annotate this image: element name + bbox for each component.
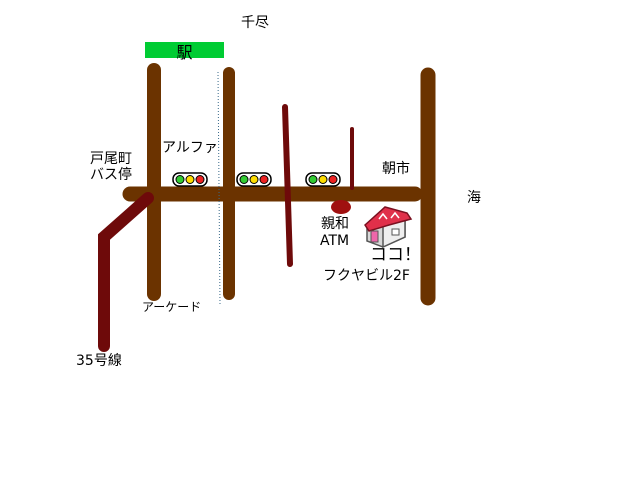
shinwa-label-line2: ATM: [320, 233, 350, 249]
building-label: フクヤビル2F: [323, 268, 410, 284]
senjin-label: 千尽: [241, 15, 269, 31]
sea-label: 海: [467, 190, 481, 206]
arcade-label: アーケード: [142, 300, 202, 314]
route35-label: 35号線: [76, 353, 122, 369]
streets: [98, 104, 354, 352]
shinwa-label-line1: 親和: [321, 216, 349, 232]
station-label: 駅: [176, 43, 193, 62]
traffic-light-icon: [236, 172, 272, 187]
traffic-light-icon: [305, 172, 341, 187]
alpha-label: アルファ: [162, 140, 218, 156]
route-35-line: [98, 192, 154, 352]
street-diagonal-short: [282, 104, 293, 267]
traffic-lights: [172, 172, 341, 187]
house-icon: [364, 206, 413, 249]
bus-stop-label-line2: バス停: [90, 167, 132, 183]
here-label: ココ！: [370, 245, 421, 265]
traffic-light-icon: [172, 172, 208, 187]
roads: [122, 63, 436, 306]
bus-stop-label-line1: 戸尾町: [90, 151, 132, 167]
atm-marker-icon: [331, 200, 351, 214]
asaichi-label: 朝市: [382, 161, 410, 177]
station-marker: 駅: [145, 42, 224, 62]
